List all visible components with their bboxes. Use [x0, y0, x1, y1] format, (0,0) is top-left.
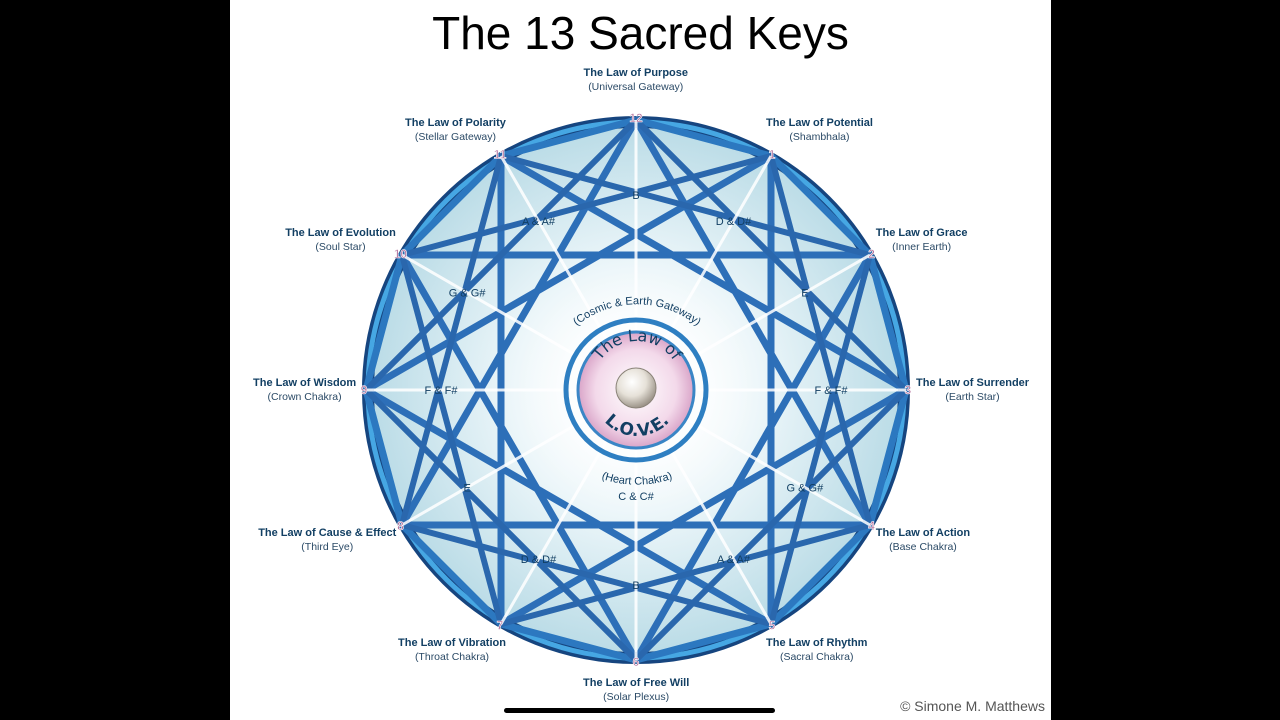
segment-note: E — [801, 288, 808, 300]
law-subtitle: (Solar Plexus) — [603, 691, 670, 703]
pearl — [615, 367, 657, 409]
law-subtitle: (Shambhala) — [789, 131, 850, 144]
law-label-4: The Law of Action (Base Chakra) — [876, 526, 970, 554]
law-subtitle: (Throat Chakra) — [414, 650, 490, 663]
law-label-2: The Law of Grace (Inner Earth) — [876, 226, 968, 254]
center-heart-note: C & C# — [618, 491, 654, 503]
vertex-number-5: 5 — [769, 619, 776, 633]
segment-note: B — [632, 580, 639, 592]
law-label-6: The Law of Free Will (Solar Plexus) — [583, 676, 689, 704]
vertex-number-6: 6 — [633, 655, 640, 669]
segment-note: G & G# — [449, 288, 487, 300]
segment-note: D & D# — [716, 216, 752, 228]
law-name: The Law of Surrender — [916, 377, 1030, 389]
law-name: The Law of Vibration — [398, 636, 506, 649]
law-name: The Law of Potential — [766, 117, 873, 130]
law-label-11: The Law of Polarity(Stellar Gateway) — [405, 116, 506, 144]
law-subtitle: (Crown Chakra) — [267, 391, 342, 403]
law-label-10: The Law of Evolution (Soul Star) — [285, 226, 396, 254]
segment-note: B — [632, 190, 639, 202]
law-label-1: The Law of Potential(Shambhala) — [766, 116, 873, 144]
vertex-number-10: 10 — [394, 247, 408, 261]
law-name: The Law of Cause & Effect — [258, 527, 397, 539]
segment-note: A & A# — [717, 554, 751, 566]
vertex-number-3: 3 — [905, 383, 912, 397]
slide-title: The 13 Sacred Keys — [432, 7, 849, 59]
vertex-number-1: 1 — [769, 147, 776, 161]
copyright: © Simone M. Matthews — [900, 698, 1045, 714]
law-label-5: The Law of Rhythm(Sacral Chakra) — [766, 636, 867, 664]
law-subtitle: (Earth Star) — [945, 391, 1000, 403]
law-name: The Law of Evolution — [285, 227, 396, 239]
segment-note: G & G# — [787, 483, 825, 495]
segment-note: E — [463, 483, 470, 495]
law-subtitle: (Stellar Gateway) — [414, 131, 496, 144]
center-ring-outer — [563, 317, 709, 463]
segment-note: F & F# — [814, 385, 848, 397]
law-subtitle: (Inner Earth) — [892, 241, 952, 253]
home-indicator — [504, 708, 775, 713]
law-name: The Law of Grace — [875, 227, 968, 239]
law-subtitle: (Base Chakra) — [889, 541, 957, 553]
law-label-8: The Law of Cause & Effect (Third Eye) — [258, 526, 396, 554]
law-label-12: The Law of Purpose (Universal Gateway) — [584, 66, 689, 94]
law-name: The Law of Wisdom — [253, 377, 357, 389]
law-label-9: The Law of Wisdom (Crown Chakra) — [253, 376, 356, 404]
vertex-number-12: 12 — [629, 111, 643, 125]
law-subtitle: (Third Eye) — [301, 541, 354, 553]
segment-note: A & A# — [522, 216, 556, 228]
vertex-number-8: 8 — [397, 519, 404, 533]
vertex-number-11: 11 — [494, 147, 507, 161]
vertex-number-4: 4 — [868, 519, 875, 533]
law-label-3: The Law of Surrender (Earth Star) — [916, 376, 1029, 404]
segment-note: F & F# — [424, 385, 458, 397]
slide: The 13 Sacred Keys — [230, 0, 1051, 720]
sacred-keys-diagram: The Law of L.O.V.E. (Cosmic & Earth Gate… — [360, 111, 912, 670]
vertex-number-9: 9 — [361, 383, 368, 397]
law-label-7: The Law of Vibration(Throat Chakra) — [398, 636, 506, 664]
center-heart: (Heart Chakra) — [600, 470, 673, 488]
law-name: The Law of Rhythm — [766, 636, 868, 649]
law-name: The Law of Action — [875, 527, 971, 539]
law-subtitle: (Universal Gateway) — [588, 81, 684, 93]
law-subtitle: (Sacral Chakra) — [779, 650, 854, 663]
vertex-number-2: 2 — [868, 247, 875, 261]
law-name: The Law of Polarity — [405, 117, 506, 130]
law-subtitle: (Soul Star) — [315, 241, 366, 253]
segment-note: D & D# — [521, 554, 557, 566]
vertex-number-7: 7 — [497, 619, 504, 633]
law-name: The Law of Free Will — [583, 677, 690, 689]
segment-notes: B D & D# E F & F# G & G# A & A# B D & D# E F & F#… — [424, 190, 848, 592]
law-name: The Law of Purpose — [583, 67, 689, 79]
